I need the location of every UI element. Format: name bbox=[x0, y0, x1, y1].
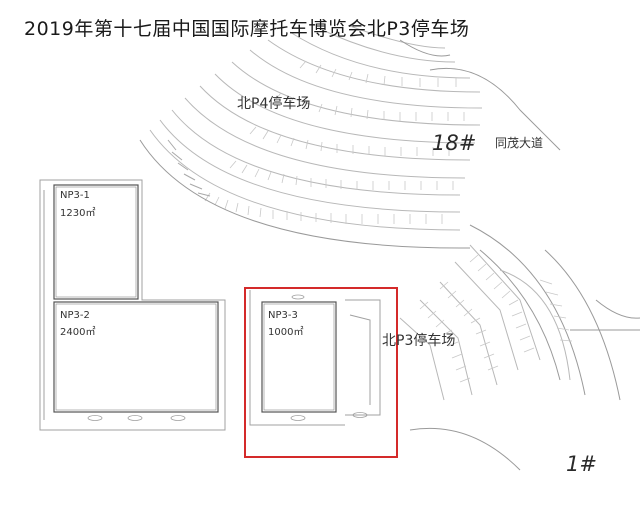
site-outline bbox=[39, 179, 381, 431]
hall-name-np3-2: NP3-2 bbox=[60, 310, 90, 321]
p4-parking-rows bbox=[149, 25, 483, 231]
road-boundary bbox=[139, 39, 640, 471]
p3-stall-ticks bbox=[419, 254, 573, 383]
building-np3-1 bbox=[53, 184, 139, 300]
hall-area-np3-2: 2400㎡ bbox=[60, 327, 96, 338]
road-label-tongmao: 同茂大道 bbox=[495, 136, 544, 150]
hall-area-np3-1: 1230㎡ bbox=[60, 208, 96, 219]
hall-area-np3-3: 1000㎡ bbox=[268, 327, 304, 338]
highlight-frame bbox=[244, 287, 398, 458]
building-np3-2 bbox=[53, 301, 219, 413]
lot-markers bbox=[87, 294, 368, 421]
p4-edge-hatch bbox=[167, 139, 211, 197]
zone-label-north-p3: 北P3停车场 bbox=[382, 333, 456, 349]
gate-label-1: 1# bbox=[566, 452, 597, 476]
zone-label-north-p4: 北P4停车场 bbox=[237, 96, 311, 112]
gate-label-18: 18# bbox=[432, 131, 477, 155]
p3-parking-rows bbox=[399, 244, 571, 401]
hall-name-np3-1: NP3-1 bbox=[60, 190, 90, 201]
hall-name-np3-3: NP3-3 bbox=[268, 310, 298, 321]
page-title: 2019年第十七届中国国际摩托车博览会北P3停车场 bbox=[24, 18, 470, 40]
building-np3-3 bbox=[261, 301, 337, 413]
p4-stall-ticks bbox=[204, 60, 465, 224]
